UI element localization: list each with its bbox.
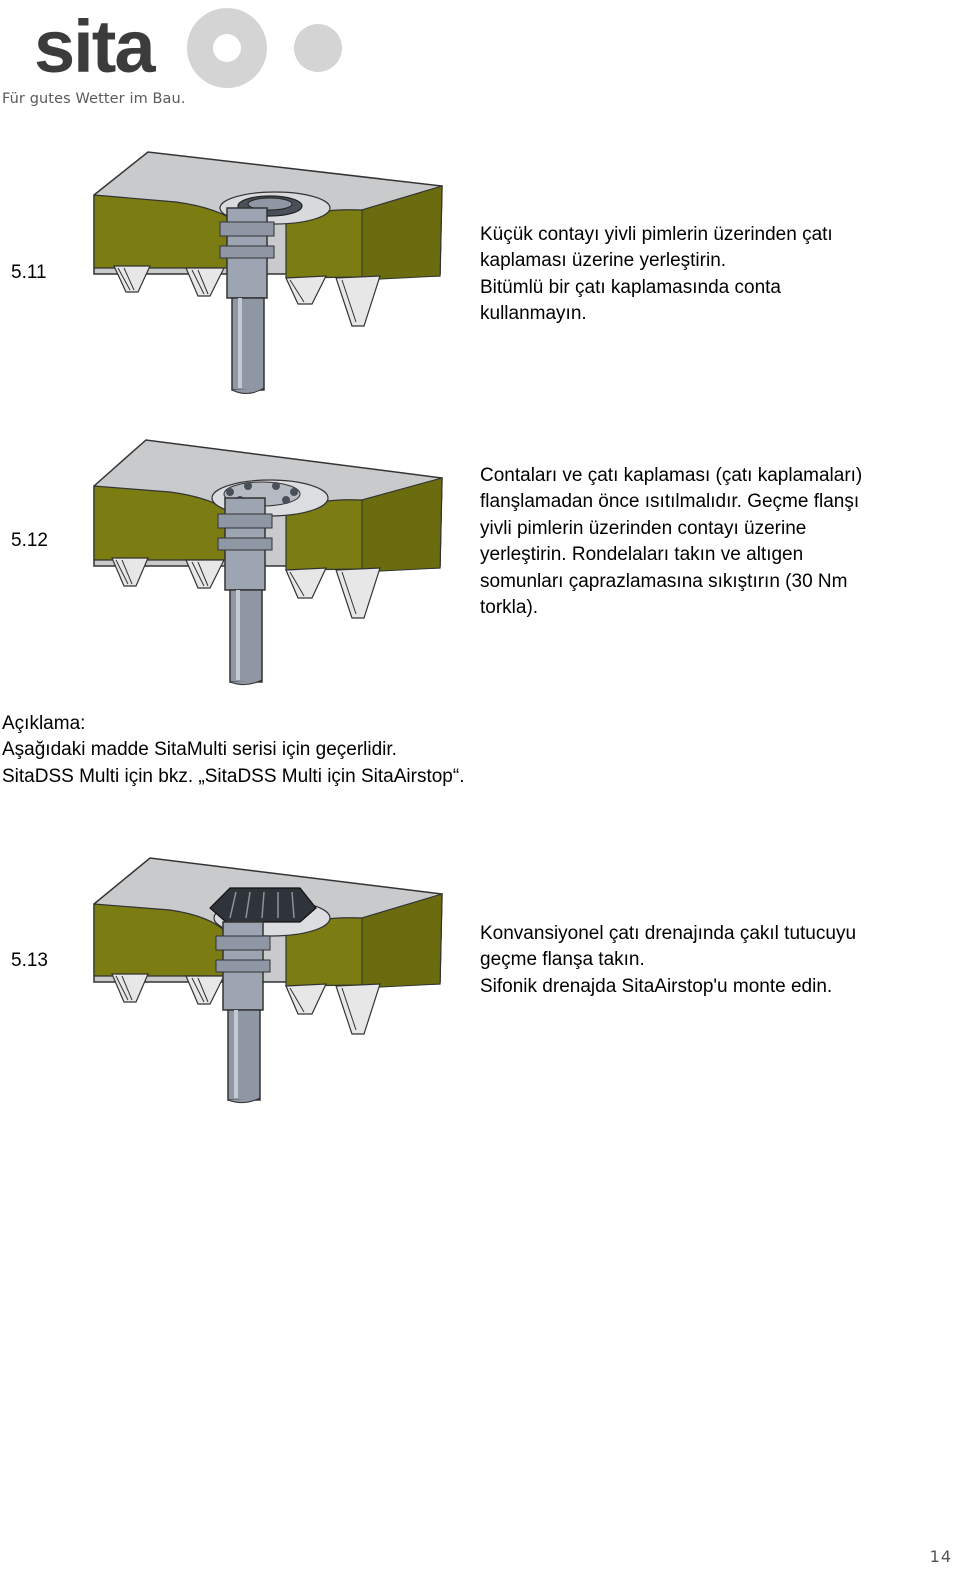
note-block: Açıklama: Aşağıdaki madde SitaMulti seri… [2, 713, 465, 787]
logo-circle-small [294, 24, 342, 72]
brand-tagline: Für gutes Wetter im Bau. [2, 91, 186, 107]
page-number: 14 [929, 1547, 952, 1566]
step-number: 5.11 [11, 262, 47, 283]
roof-drain-illustration [90, 856, 452, 1106]
step-number: 5.12 [11, 530, 48, 551]
step-instructions: Contaları ve çatı kaplaması (çatı kaplam… [480, 465, 863, 619]
drain-gasket-figure [93, 151, 443, 394]
step-number: 5.13 [11, 950, 48, 971]
step-instructions: Konvansiyonel çatı drenajında çakıl tutu… [480, 923, 857, 997]
sita-wordmark: sita [34, 5, 156, 88]
step-instructions: Küçük contayı yivli pimlerin üzerinden ç… [480, 224, 833, 325]
roof-drain-illustration [90, 438, 452, 688]
drain-flange-figure [93, 439, 443, 686]
sita-logo: sita Für gutes Wetter im Bau. [0, 0, 360, 115]
logo-circle-hole [213, 34, 241, 62]
drain-gravel-guard-figure [93, 857, 443, 1104]
sita-logo-mark: sita [34, 5, 342, 88]
roof-drain-illustration [90, 150, 452, 398]
